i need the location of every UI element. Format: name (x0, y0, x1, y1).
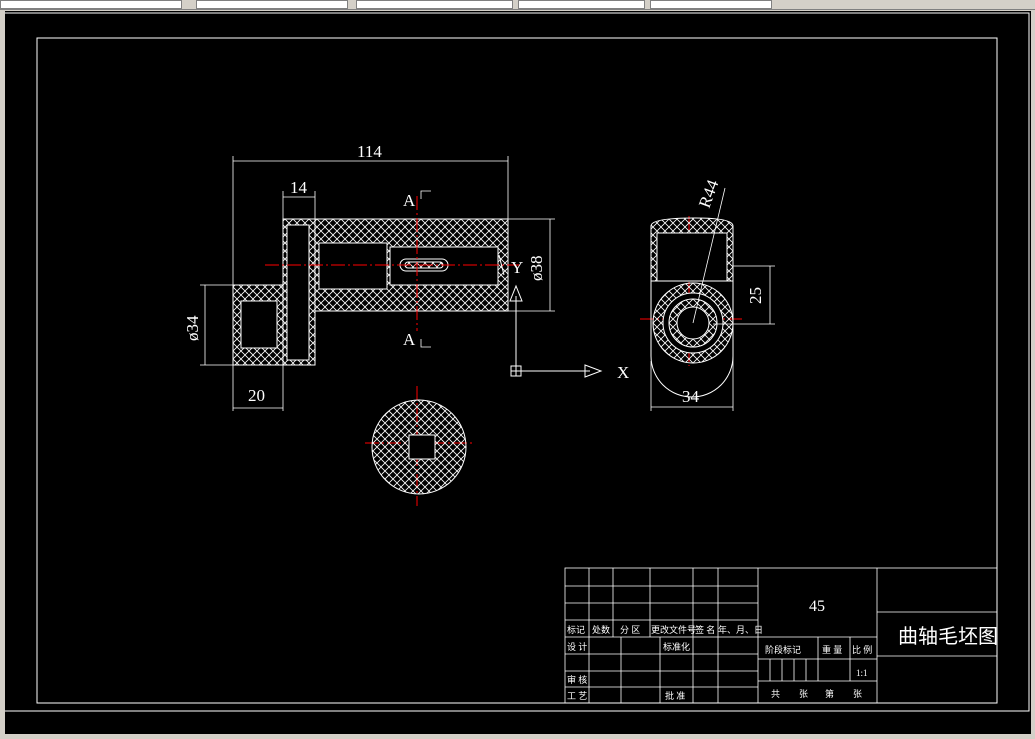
toolbar-control[interactable] (0, 0, 182, 9)
axis-x-label: X (617, 363, 629, 382)
tb-label-shenhe: 审 核 (567, 674, 587, 685)
drawing-canvas[interactable]: 114 14 A A ø38 ø34 20 Y X (2, 11, 1031, 734)
section-a-a (371, 399, 467, 495)
tb-label-bili: 比 例 (852, 644, 872, 655)
drawing-title: 曲轴毛坯图 (898, 625, 998, 648)
side-view (650, 217, 734, 398)
tb-label-fenqu: 分 区 (620, 625, 640, 635)
tb-label-gong: 共 (771, 689, 780, 699)
axis-y-label: Y (511, 258, 523, 277)
tb-label-riqi: 年、月、日 (718, 624, 763, 635)
tb-label-zhongliang: 重 量 (822, 644, 842, 655)
color-dropdown[interactable] (356, 0, 513, 9)
section-label-a-top: A (403, 191, 416, 210)
dim-114: 114 (357, 142, 382, 161)
outer-border (2, 12, 1030, 712)
tb-label-jieduan: 阶段标记 (765, 644, 801, 655)
tb-label-biaoji: 标记 (567, 624, 585, 635)
tb-label-biaozhunhua: 标准化 (663, 641, 690, 652)
tb-label-qianming: 签 名 (695, 624, 715, 635)
dim-width-34: 34 (682, 387, 700, 406)
tb-label-sheji: 设 计 (567, 641, 587, 652)
tb-label-gongyi: 工 艺 (567, 691, 587, 701)
side-dimensions (650, 187, 775, 411)
title-block-grid (564, 567, 998, 704)
tb-label-pizhun: 批 准 (665, 690, 685, 701)
tb-label-zhang1: 张 (799, 689, 808, 699)
tb-label-di: 第 (825, 688, 834, 699)
section-label-a-bottom: A (403, 330, 416, 349)
front-view (232, 218, 509, 366)
tb-label-gengai: 更改文件号 (651, 624, 696, 635)
inner-frame (36, 37, 998, 704)
lineweight-dropdown[interactable] (650, 0, 772, 9)
toolbar-strip (0, 0, 1035, 10)
dim-diameter-38: ø38 (527, 256, 546, 282)
layer-dropdown[interactable] (196, 0, 348, 9)
dim-radius-44: R44 (695, 177, 723, 211)
linetype-dropdown[interactable] (518, 0, 645, 9)
scale-value: 1:1 (856, 668, 868, 678)
tb-label-zhang2: 张 (853, 689, 862, 699)
dim-20: 20 (248, 386, 265, 405)
ucs-icon (509, 284, 603, 378)
material-value: 45 (809, 598, 825, 615)
tb-label-chushu: 处数 (592, 624, 610, 635)
dim-25: 25 (746, 287, 765, 304)
dim-14: 14 (290, 178, 308, 197)
dim-diameter-34: ø34 (183, 315, 202, 341)
